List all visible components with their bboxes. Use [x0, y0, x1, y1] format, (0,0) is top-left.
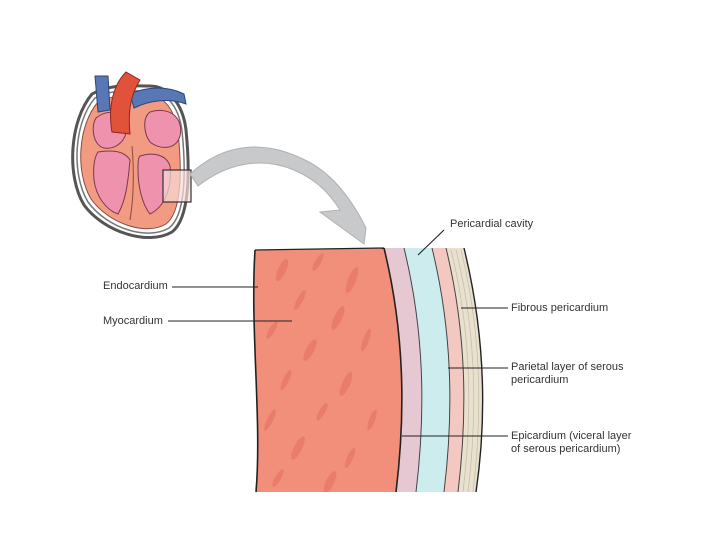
fibrous-pericardium-layer	[446, 248, 483, 492]
label-epicardium-line1: Epicardium (viceral layer	[511, 430, 632, 442]
right-ventricle	[93, 150, 131, 215]
label-parietal-layer-line1: Parietal layer of serous	[511, 361, 624, 373]
magnified-region-box	[162, 169, 192, 203]
left-atrium	[144, 110, 182, 148]
label-pericardial-cavity: Pericardial cavity	[450, 218, 534, 230]
zoom-arrow	[189, 146, 367, 245]
aorta	[110, 71, 141, 135]
myocardium-streaks	[264, 253, 377, 492]
epicardium-layer	[384, 248, 422, 492]
pericardial-cavity-layer	[404, 248, 450, 492]
pulmonary-artery	[129, 87, 187, 109]
leader-pericardial-cavity	[417, 229, 445, 256]
label-epicardium-line2: of serous pericardium)	[511, 443, 621, 455]
label-fibrous-pericardium: Fibrous pericardium	[511, 302, 609, 314]
label-myocardium: Myocardium	[103, 315, 163, 327]
leader-lines	[168, 229, 508, 437]
heart-illustration	[71, 71, 192, 240]
label-parietal-layer-line2: pericardium	[511, 374, 569, 386]
parietal-layer	[432, 248, 464, 492]
myocardium-layer	[253, 248, 402, 492]
superior-vena-cava	[94, 75, 111, 113]
wall-layers	[252, 247, 484, 493]
left-ventricle	[137, 153, 171, 215]
label-endocardium: Endocardium	[103, 280, 168, 292]
